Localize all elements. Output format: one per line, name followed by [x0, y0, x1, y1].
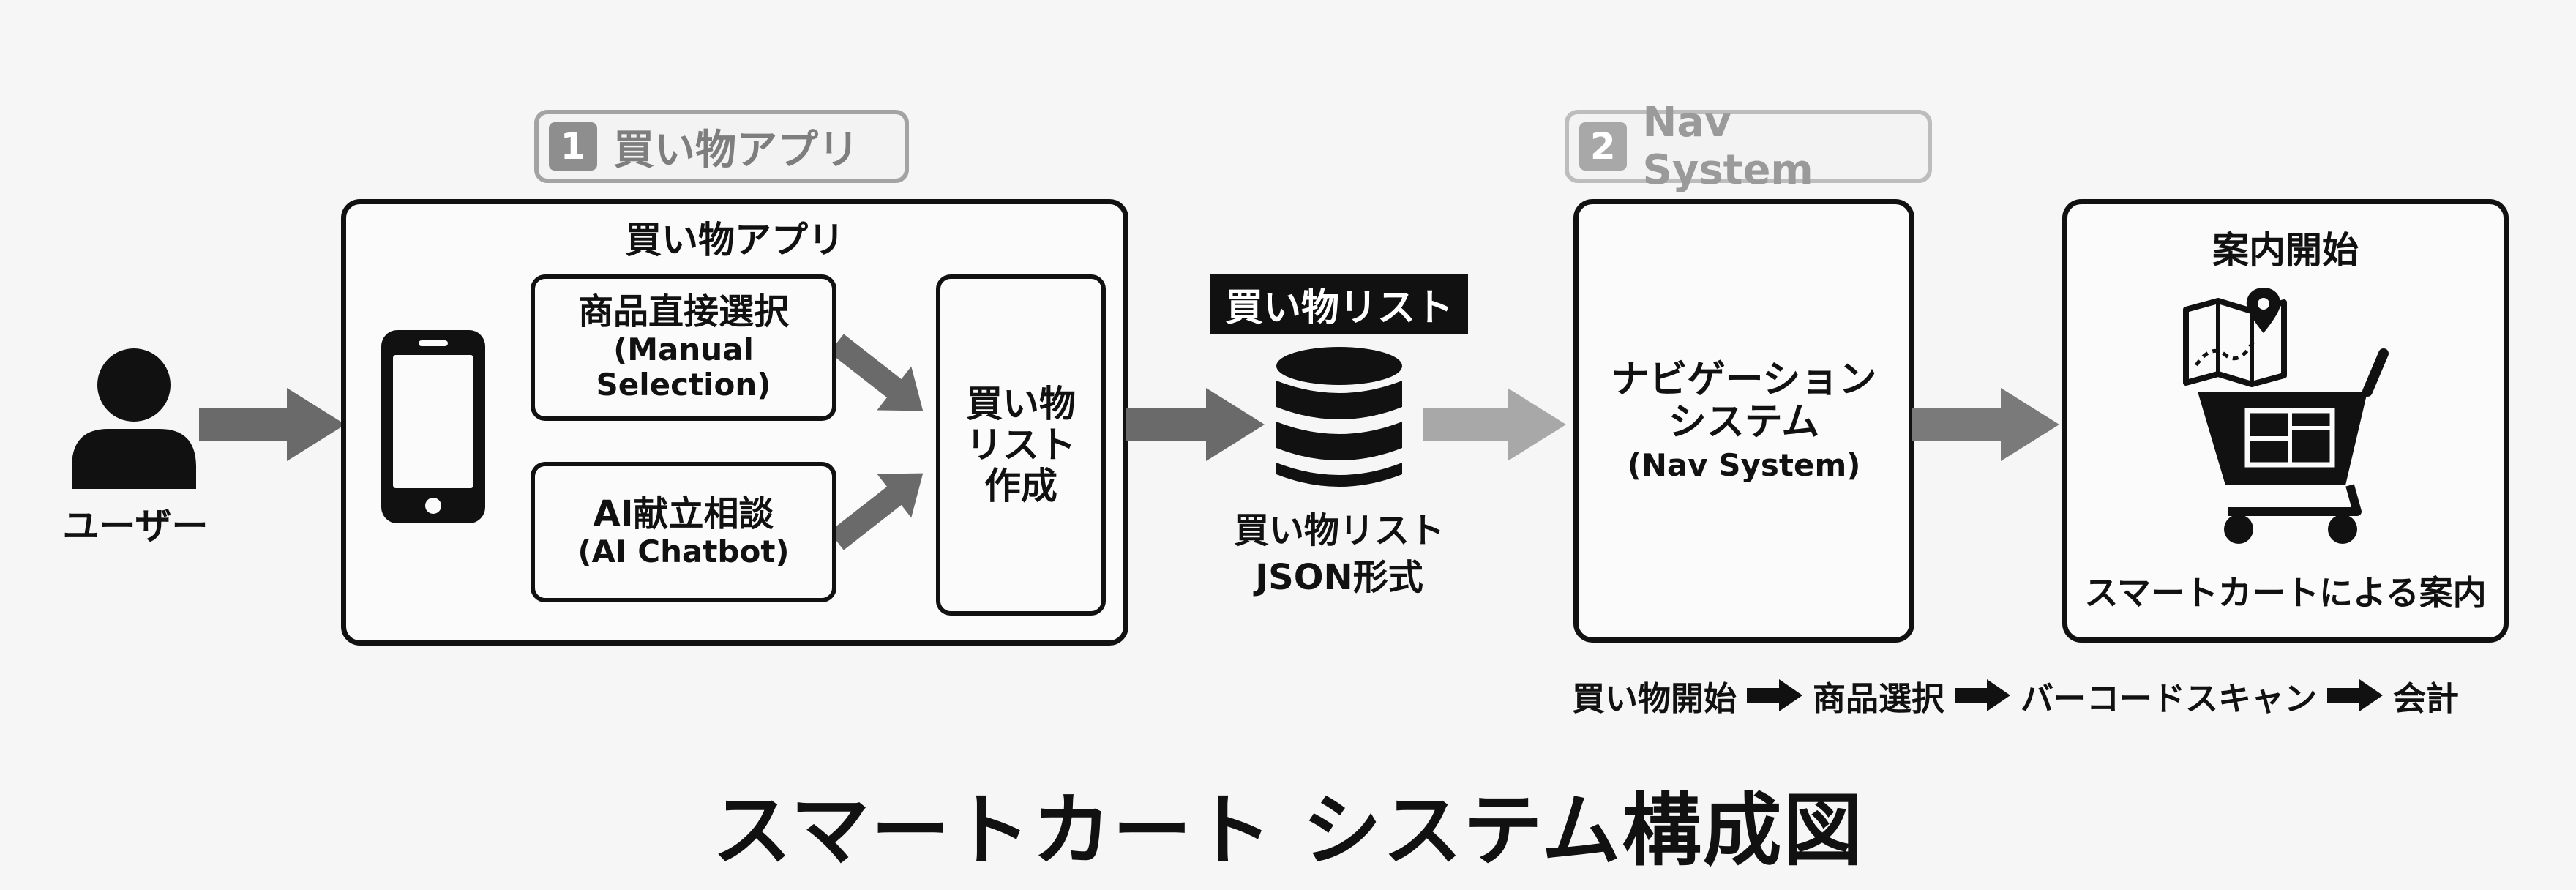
shopping-app-box: 買い物アプリ 商品直接選択 (Manual Selection) AI献立相談 …: [341, 199, 1128, 646]
map-pin-icon: [2183, 288, 2287, 387]
arrow-list-to-nav: [1423, 388, 1566, 461]
flow-step-3: バーコードスキャン: [2021, 678, 2318, 718]
section-label-1: 買い物アプリ: [613, 126, 859, 174]
create-list-line1: 買い物: [966, 383, 1076, 425]
cart-guidance-caption: スマートカートによる案内: [2084, 573, 2487, 613]
nav-system-line2: システム: [1668, 400, 1820, 444]
flow-step-2: 商品選択: [1813, 678, 1945, 718]
shopping-list-caption-2: JSON形式: [1255, 557, 1423, 599]
create-list-line2: リスト: [966, 424, 1076, 466]
arrow-app-to-list: [1126, 388, 1265, 461]
main-title: スマートカート システム構成図: [712, 785, 1864, 877]
user-icon: [72, 348, 196, 489]
nav-system-line3: (Nav System): [1627, 447, 1861, 484]
user-label: ユーザー: [62, 505, 209, 547]
flow-arrow-icon: [1955, 679, 2011, 711]
cart-guidance-box: 案内開始 スマートカートによる案内: [2062, 199, 2509, 643]
flow-steps: 買い物開始 商品選択 バーコードスキャン 会計: [1572, 668, 2538, 723]
manual-selection-en-1: (Manual: [613, 331, 754, 367]
cart-guidance-title: 案内開始: [2212, 229, 2359, 272]
database-icon: [1276, 347, 1402, 487]
shopping-cart-icon: [2198, 348, 2389, 544]
manual-selection-box: 商品直接選択 (Manual Selection): [531, 274, 836, 421]
arrow-manual-to-list: [836, 334, 924, 411]
flow-arrow-icon: [1747, 679, 1803, 711]
manual-selection-jp: 商品直接選択: [577, 291, 789, 332]
nav-system-box: ナビゲーション システム (Nav System): [1573, 199, 1914, 643]
arrow-ai-to-list: [836, 473, 924, 550]
section-tag-2: 2 Nav System: [1565, 99, 1932, 194]
section-number-2: 2: [1579, 122, 1627, 171]
shopping-list-caption-1: 買い物リスト: [1233, 510, 1445, 552]
smartphone-icon: [381, 330, 485, 523]
section-tag-1: 1 買い物アプリ: [534, 110, 909, 183]
shopping-app-title: 買い物アプリ: [625, 219, 845, 261]
arrow-nav-to-cart: [1912, 388, 2059, 461]
flow-arrow-icon: [2327, 679, 2384, 711]
ai-chatbot-box: AI献立相談 (AI Chatbot): [531, 462, 836, 602]
nav-system-line1: ナビゲーション: [1611, 357, 1877, 402]
manual-selection-en-2: Selection): [596, 366, 771, 403]
section-number-1: 1: [549, 122, 597, 171]
create-list-line3: 作成: [984, 465, 1057, 507]
flow-step-4: 会計: [2393, 678, 2460, 718]
create-list-box: 買い物 リスト 作成: [936, 274, 1106, 616]
ai-chatbot-en: (AI Chatbot): [577, 533, 790, 569]
flow-step-1: 買い物開始: [1572, 678, 1737, 718]
section-label-2: Nav System: [1642, 99, 1813, 194]
arrow-user-to-app: [199, 388, 345, 461]
shopping-list-banner: 買い物リスト: [1210, 274, 1468, 334]
ai-chatbot-jp: AI献立相談: [593, 493, 774, 534]
